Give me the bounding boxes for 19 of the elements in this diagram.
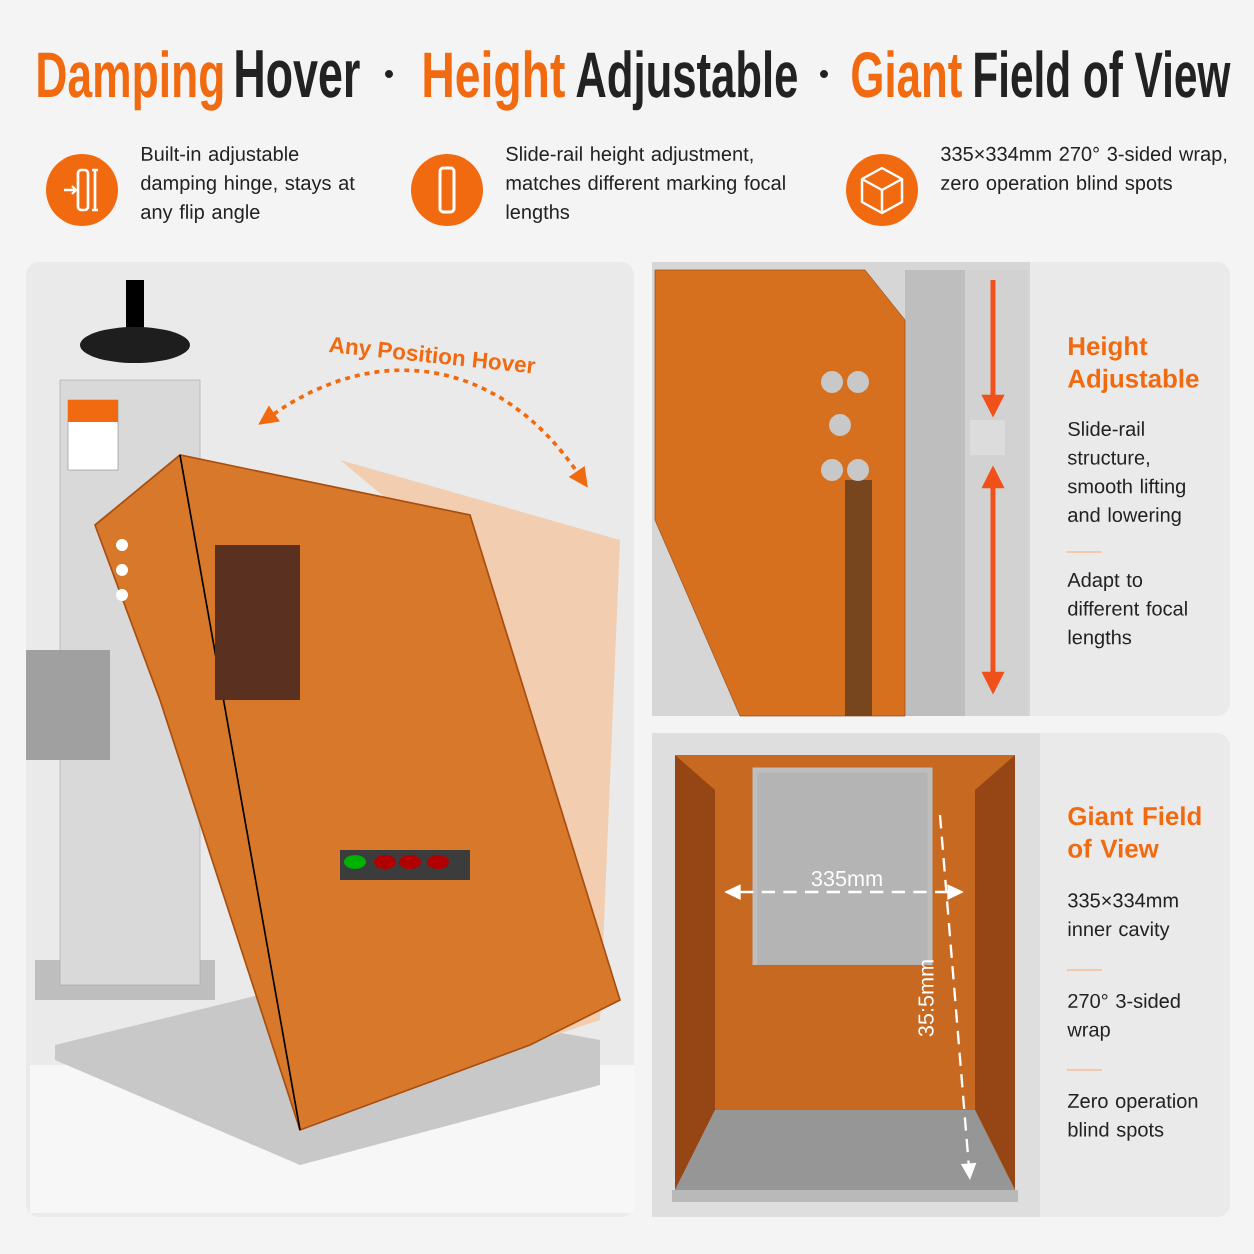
- section-heading: Giant Field of View: [1068, 806, 1201, 858]
- description-text: Adapt to different focal lengths: [1067, 572, 1187, 649]
- title-word: Adjustable: [576, 50, 797, 111]
- title-word: Field of View: [975, 50, 1231, 98]
- description-text: 335×334mm inner cavity: [1068, 893, 1178, 941]
- feature-text: Slide-rail height adjustment, matches different marking focal lengths: [506, 146, 785, 223]
- title-word: Height: [424, 50, 565, 111]
- section-heading: Height Adjustable: [1068, 336, 1199, 393]
- description-text: Slide-rail structure, smooth lifting and lowering: [1067, 421, 1185, 526]
- title-word: Damping: [38, 50, 223, 111]
- title-word: Hover: [236, 50, 360, 98]
- description-text: 270° 3-sided wrap: [1067, 993, 1180, 1041]
- dimension-label: 35:5mm: [918, 960, 934, 1037]
- feature-text: Built-in adjustable damping hinge, stays at any flip angle: [141, 146, 355, 223]
- caption-text: Any Position Hover: [328, 337, 536, 374]
- description-text: Zero operation blind spots: [1067, 1093, 1198, 1141]
- title-word: Giant: [852, 50, 962, 98]
- dimension-label: 335mm: [811, 870, 882, 887]
- feature-text: 335×334mm 270° 3-sided wrap, zero operation blind spots: [941, 146, 1227, 194]
